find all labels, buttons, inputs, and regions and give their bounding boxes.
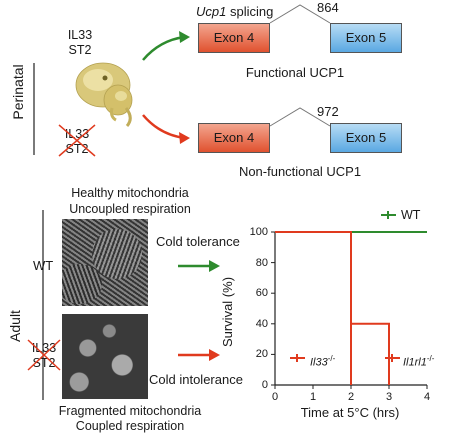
x-tick-label-2: 2 xyxy=(347,391,355,403)
chart-xlabel: Time at 5°C (hrs) xyxy=(300,405,400,420)
legend-il33-name: Il33 xyxy=(310,356,328,369)
st2-label-top: ST2 xyxy=(68,43,92,57)
survival-chart xyxy=(271,211,428,389)
embryo-illustration xyxy=(75,62,133,127)
exon5-bottom: Exon 5 xyxy=(330,123,402,153)
y-tick-label-60: 60 xyxy=(255,287,268,300)
green-arrow-adult-head xyxy=(209,260,220,272)
legend-wt: WT xyxy=(401,208,421,222)
il33-ko-label-adult: IL33 xyxy=(31,341,57,355)
nonfunctional-ucp1-label: Non-functional UCP1 xyxy=(238,164,362,179)
y-tick-label-20: 20 xyxy=(255,348,268,361)
healthy-line1: Healthy mitochondria xyxy=(71,186,189,200)
red-arrow-adult-head xyxy=(209,349,220,361)
chart-ylabel: Survival (%) xyxy=(220,276,235,348)
legend-il1rl1: Il1rl1-/- xyxy=(403,352,434,370)
y-tick-label-0: 0 xyxy=(261,379,268,391)
fragmented-line1: Fragmented mitochondria xyxy=(58,404,202,418)
functional-ucp1-label: Functional UCP1 xyxy=(245,65,345,80)
y-tick-label-100: 100 xyxy=(249,226,268,238)
legend-il33-sup: -/- xyxy=(327,354,336,363)
wt-label-adult: WT xyxy=(33,258,54,273)
ucp1-gene-name: Ucp1 xyxy=(196,4,227,19)
splicing-title: Ucp1 splicing xyxy=(196,5,273,19)
series-line-2 xyxy=(275,231,390,385)
x-tick-label-3: 3 xyxy=(385,391,393,403)
y-tick-label-40: 40 xyxy=(255,317,268,330)
size-bottom: 972 xyxy=(317,104,339,119)
splicing-word: splicing xyxy=(226,4,274,19)
fragmented-line2: Coupled respiration xyxy=(75,419,185,433)
red-arrowhead xyxy=(179,132,190,144)
size-top: 864 xyxy=(317,0,339,15)
il33-label-top: IL33 xyxy=(67,28,93,42)
exon5-top: Exon 5 xyxy=(330,23,402,53)
exon4-bottom: Exon 4 xyxy=(198,123,270,153)
splice-line-functional xyxy=(269,4,331,24)
legend-il1rl1-sup: -/- xyxy=(426,354,435,363)
micrograph-ko xyxy=(62,314,148,399)
y-tick-label-80: 80 xyxy=(255,256,268,269)
micrograph-wt xyxy=(62,219,148,306)
healthy-line2: Uncoupled respiration xyxy=(69,202,191,216)
x-tick-label-1: 1 xyxy=(309,391,317,403)
splice-line-nonfunctional xyxy=(269,107,331,127)
green-arrowhead xyxy=(179,31,190,43)
legend-il1rl1-name: Il1rl1 xyxy=(403,356,427,369)
x-tick-label-0: 0 xyxy=(271,391,279,403)
il33-ko-label-top: IL33 xyxy=(64,127,90,141)
cold-tolerance-label: Cold tolerance xyxy=(156,234,240,249)
legend-il33: Il33-/- xyxy=(310,352,335,370)
exon4-top: Exon 4 xyxy=(198,23,270,53)
cold-intolerance-label: Cold intolerance xyxy=(149,372,243,387)
x-tick-label-4: 4 xyxy=(423,391,431,403)
